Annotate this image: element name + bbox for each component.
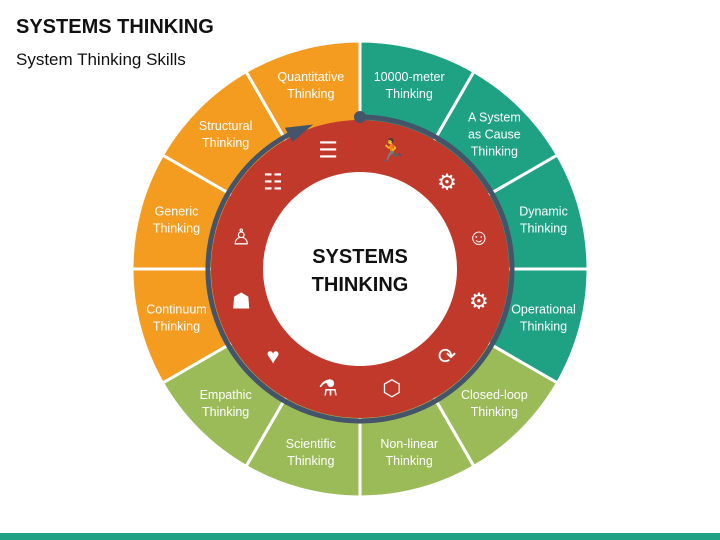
flask-icon: ⚗ <box>318 375 338 400</box>
head-gear-icon: ⚙ <box>437 170 457 195</box>
segment-label-line: Thinking <box>202 136 249 150</box>
segment-label-line: Operational <box>511 303 576 317</box>
segment-label-line: Thinking <box>471 145 518 159</box>
segment-label-line: Structural <box>199 119 253 133</box>
recycle-arrows-icon: ⟳ <box>438 343 456 368</box>
center-title-line1: SYSTEMS <box>312 246 408 268</box>
segment-label-line: Non-linear <box>380 437 438 451</box>
segment-label-line: Closed-loop <box>461 388 528 402</box>
page-title: SYSTEMS THINKING <box>16 16 214 38</box>
segment-label-line: Thinking <box>386 87 433 101</box>
segment-label-line: Thinking <box>520 320 567 334</box>
segment-label-line: Thinking <box>287 454 334 468</box>
reading-person-icon: ☗ <box>231 288 251 313</box>
gears-icon: ⚙ <box>469 288 489 313</box>
segment-label-line: Continuum <box>146 303 206 317</box>
segment-label-line: Empathic <box>200 388 252 402</box>
segment-label-line: A System <box>468 111 521 125</box>
segment-label-line: Thinking <box>153 320 200 334</box>
head-brain-icon: ☺ <box>468 225 490 250</box>
cycle-arrow-arc <box>205 114 515 424</box>
segment-label-line: Thinking <box>202 405 249 419</box>
segment-label-line: Thinking <box>471 405 518 419</box>
cycle-arrow-head <box>284 124 314 142</box>
molecule-icon: ⬡ <box>382 375 401 400</box>
segment-label-line: Thinking <box>520 221 567 235</box>
clipboard-checklist-icon: ☰ <box>318 138 338 163</box>
segment-label-line: as Cause <box>468 128 521 142</box>
segment-label-line: Thinking <box>386 454 433 468</box>
segment-label-line: Dynamic <box>519 204 568 218</box>
segment-label-line: Quantitative <box>277 70 344 84</box>
bottom-accent-bar <box>0 533 720 540</box>
person-plus-icon: ♙ <box>231 225 251 250</box>
segment-label-line: Scientific <box>286 437 336 451</box>
center-title-line2: THINKING <box>312 274 409 296</box>
finish-line-runner-icon: 🏃 <box>378 138 405 163</box>
heart-hands-icon: ♥ <box>266 343 279 368</box>
hierarchy-icon: ☷ <box>263 170 283 195</box>
segment-label-line: Thinking <box>153 221 200 235</box>
page-subtitle: System Thinking Skills <box>16 50 186 69</box>
segment-label-line: 10000-meter <box>374 70 445 84</box>
segment-label-line: Generic <box>155 204 199 218</box>
segment-label-line: Thinking <box>287 87 334 101</box>
center-circle <box>263 172 457 366</box>
cycle-arrow-start-dot <box>354 111 366 123</box>
